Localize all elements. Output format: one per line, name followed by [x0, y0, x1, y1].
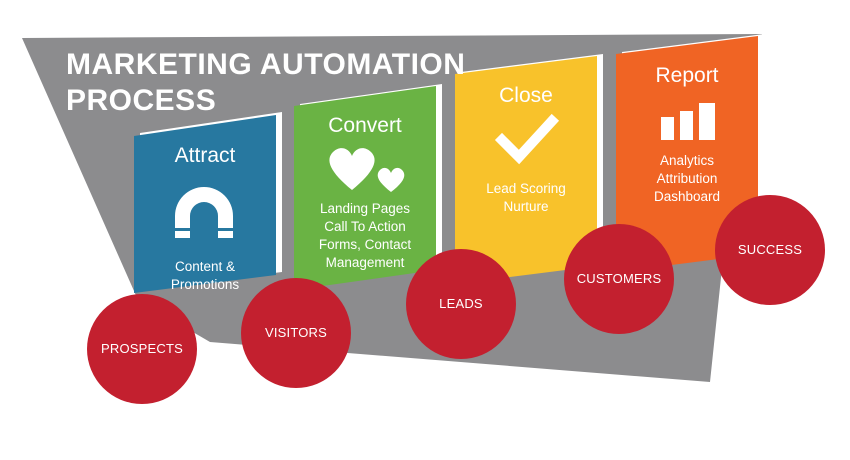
description-line: Attribution — [656, 171, 718, 186]
stage-report-description: Analytics Attribution Dashboard — [616, 152, 758, 206]
step-circle-prospects — [87, 294, 197, 404]
step-circle-success — [715, 195, 825, 305]
stage-close-heading: Close — [455, 84, 597, 108]
description-line: Nurture — [503, 199, 549, 214]
diagram-title: MARKETING AUTOMATION PROCESS — [66, 47, 465, 119]
description-line: Forms, Contact — [318, 237, 412, 252]
description-line: Promotions — [170, 277, 240, 292]
stage-attract-heading: Attract — [134, 144, 276, 168]
description-line: Lead Scoring — [486, 181, 566, 196]
step-circle-customers — [564, 224, 674, 334]
title-line-1: MARKETING AUTOMATION — [66, 48, 466, 81]
description-line: Dashboard — [653, 189, 721, 204]
stage-close-name: Close — [499, 84, 553, 107]
description-line: Management — [325, 255, 405, 270]
step-label-customers: CUSTOMERS — [576, 271, 662, 286]
stage-report-panel — [616, 34, 764, 272]
stage-convert-panel — [294, 84, 442, 290]
stage-convert-description: Landing Pages Call To Action Forms, Cont… — [294, 200, 436, 272]
title-line-2: PROCESS — [66, 84, 217, 117]
step-label-prospects: PROSPECTS — [101, 341, 183, 356]
step-label-leads: LEADS — [439, 296, 483, 311]
stage-report-name: Report — [655, 64, 719, 87]
description-line: Landing Pages — [319, 201, 411, 216]
step-label-success: SUCCESS — [737, 242, 803, 257]
hearts-icon — [329, 148, 405, 192]
stage-close-description: Lead Scoring Nurture — [455, 180, 597, 216]
stage-convert-name: Convert — [328, 114, 402, 137]
checkmark-icon — [494, 113, 560, 165]
step-circle-leads — [406, 249, 516, 359]
stage-attract-panel — [134, 112, 282, 293]
stage-close-panel — [455, 54, 603, 284]
stage-report-heading: Report — [616, 64, 758, 88]
description-line: Content & — [174, 259, 236, 274]
bar-chart-icon — [661, 103, 715, 140]
magnet-icon — [175, 187, 233, 238]
step-circle-visitors — [241, 278, 351, 388]
description-line: Call To Action — [324, 219, 406, 234]
stage-attract-name: Attract — [174, 144, 236, 167]
step-label-visitors: VISITORS — [264, 325, 328, 340]
stage-convert-heading: Convert — [294, 114, 436, 138]
description-line: Analytics — [659, 153, 715, 168]
stage-attract-description: Content & Promotions — [134, 258, 276, 294]
